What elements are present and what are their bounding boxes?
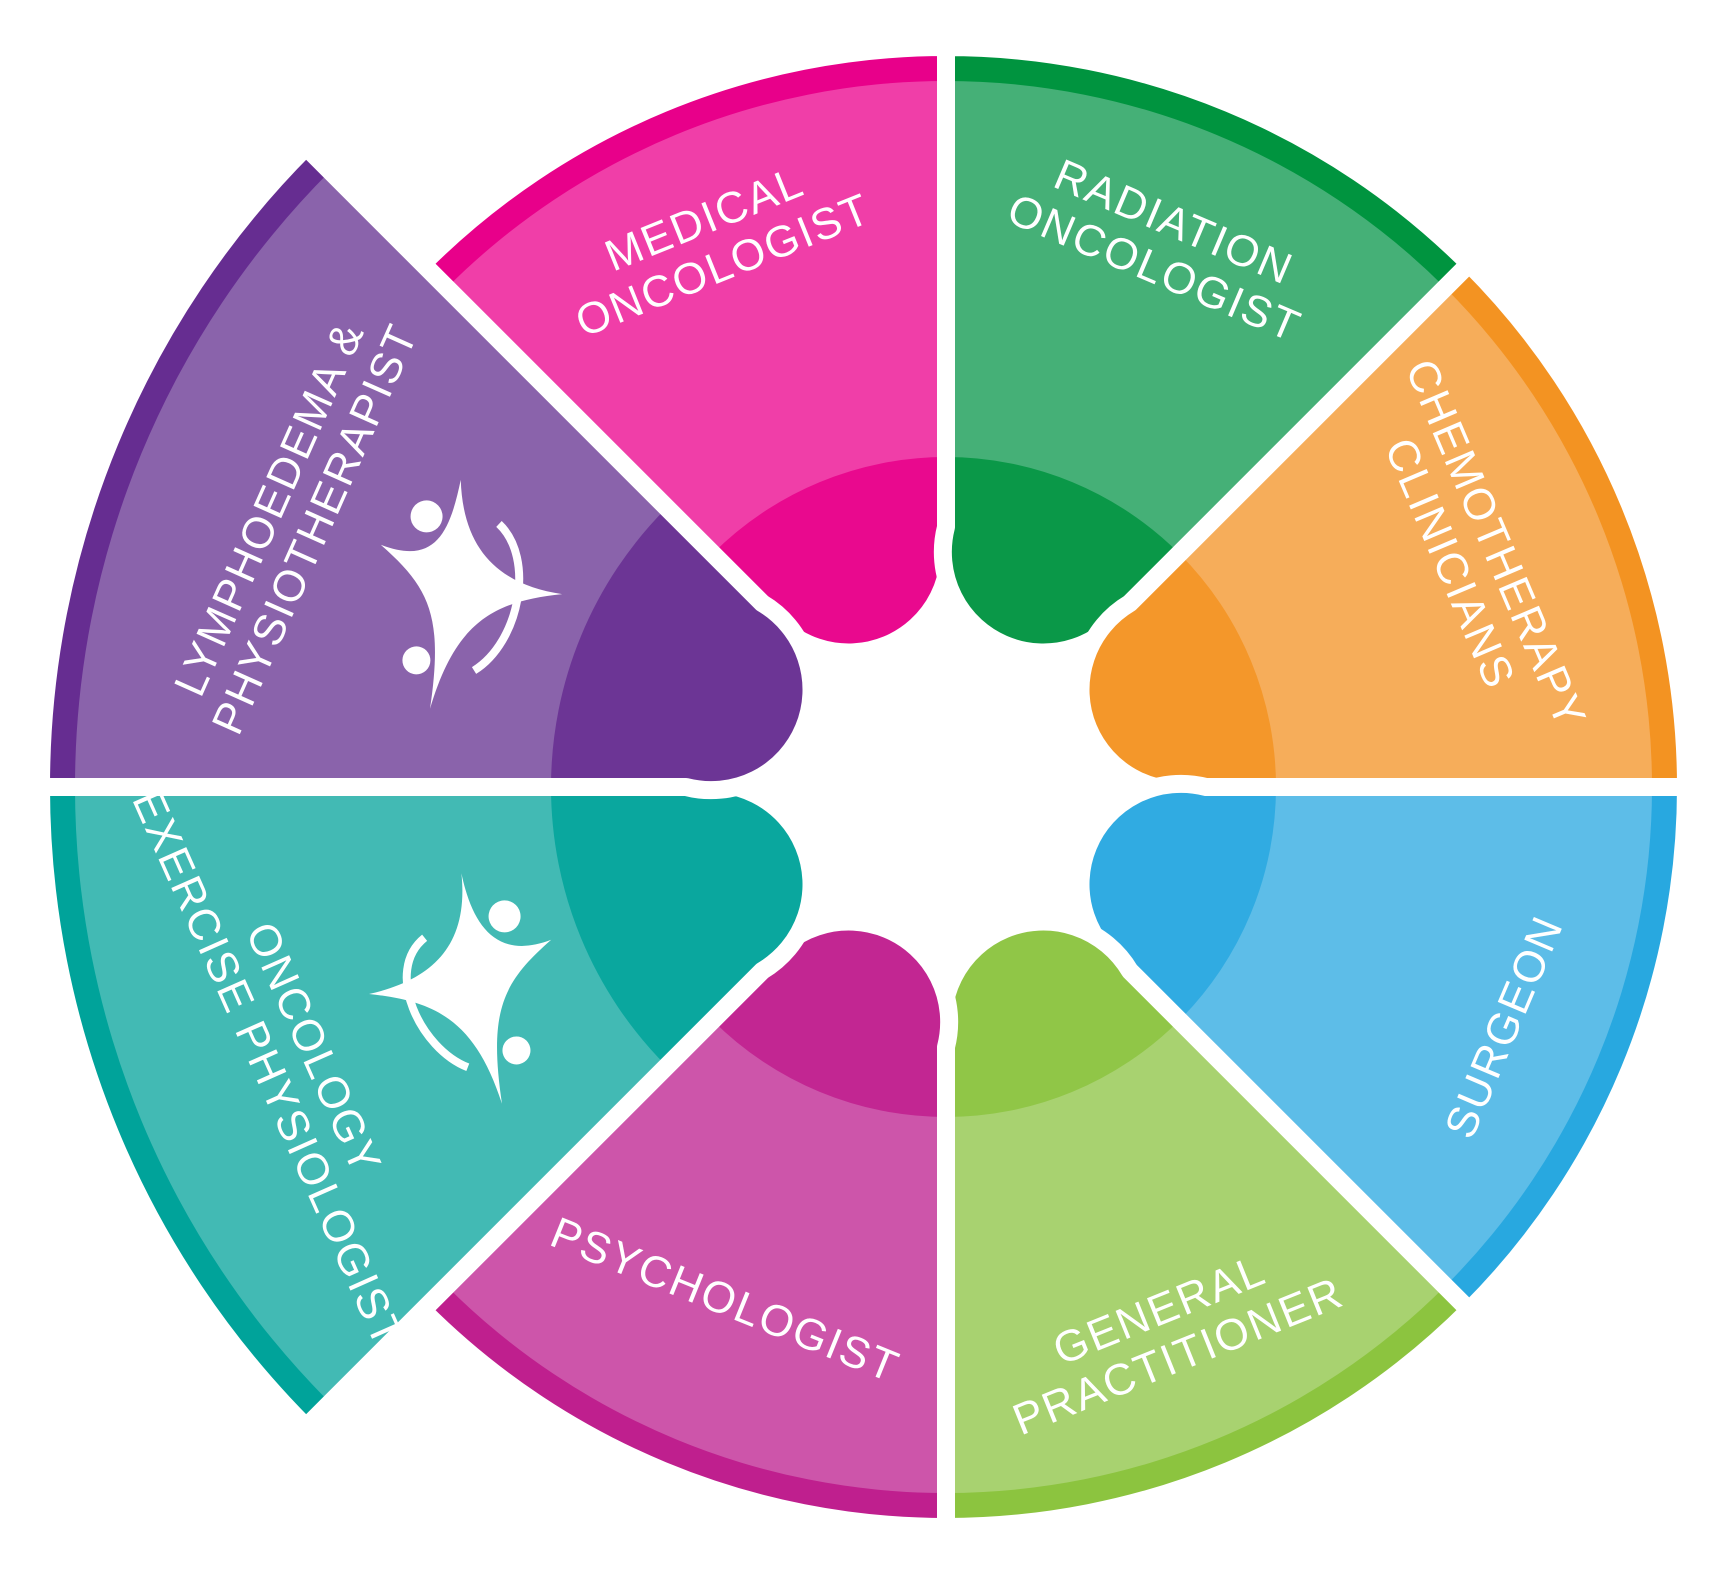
wedge-surgeon	[1071, 774, 1695, 1320]
wedge-psychologist	[413, 912, 959, 1536]
wedge-gap	[1071, 254, 1695, 800]
wedge-gap	[933, 912, 1479, 1536]
wedge-gap	[32, 774, 821, 1436]
wedge-gap	[32, 138, 821, 800]
wedge-inner-shade	[551, 787, 812, 1067]
wedge-gap	[933, 38, 1479, 662]
wedge-inner-shade	[551, 507, 812, 787]
wedge-outer-band	[41, 787, 331, 1427]
wedge-medical	[413, 38, 959, 662]
wedge-gap	[413, 912, 959, 1536]
wedge-chemo	[1071, 254, 1695, 800]
wedge-lymph	[32, 138, 821, 800]
wedge-exercise	[32, 774, 821, 1436]
wedge-gp	[933, 912, 1479, 1536]
exercise-figure-logo	[369, 873, 552, 1104]
wedge-gap	[1071, 774, 1695, 1320]
wedge-radiation	[933, 38, 1479, 662]
wedge-outer-band	[41, 147, 331, 787]
lymph-figure-logo	[380, 479, 563, 709]
